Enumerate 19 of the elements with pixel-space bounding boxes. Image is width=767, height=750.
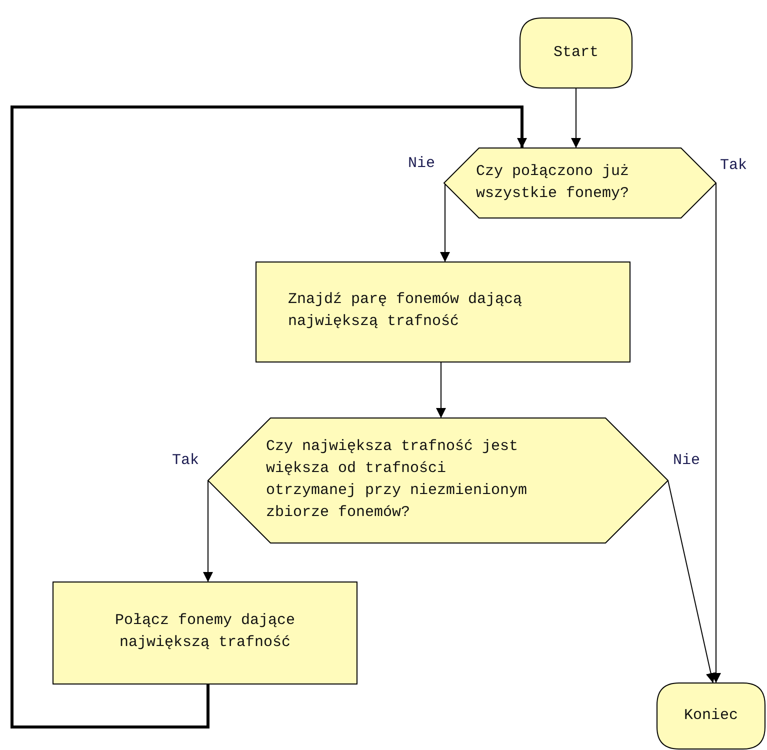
terminal-shape: [520, 18, 632, 88]
node-text: Koniec: [682, 706, 739, 726]
terminal-shape: [657, 683, 765, 749]
process-box: [256, 262, 630, 362]
decision-hexagon: [444, 148, 716, 218]
arrow: [203, 480, 213, 582]
node-text: Czy największa trafność jest większa od trafności otrzymanej przy niezmienionym zbiorze fonemów?: [266, 437, 528, 523]
node-text: Znajdź parę fonemów dającą największą trafność: [288, 290, 524, 332]
node-text: Czy połączono już wszystkie fonemy?: [476, 162, 630, 204]
decision-hexagon: [208, 418, 668, 543]
arrow: [10, 106, 527, 728]
arrow: [436, 362, 446, 418]
node-text: Start: [552, 43, 600, 63]
node-text: Połącz fonemy dające największą trafność: [114, 611, 296, 653]
process-box: [53, 582, 357, 684]
arrow: [711, 182, 721, 684]
arrow: [571, 88, 581, 148]
arrow: [668, 480, 716, 684]
arrow: [440, 182, 450, 262]
